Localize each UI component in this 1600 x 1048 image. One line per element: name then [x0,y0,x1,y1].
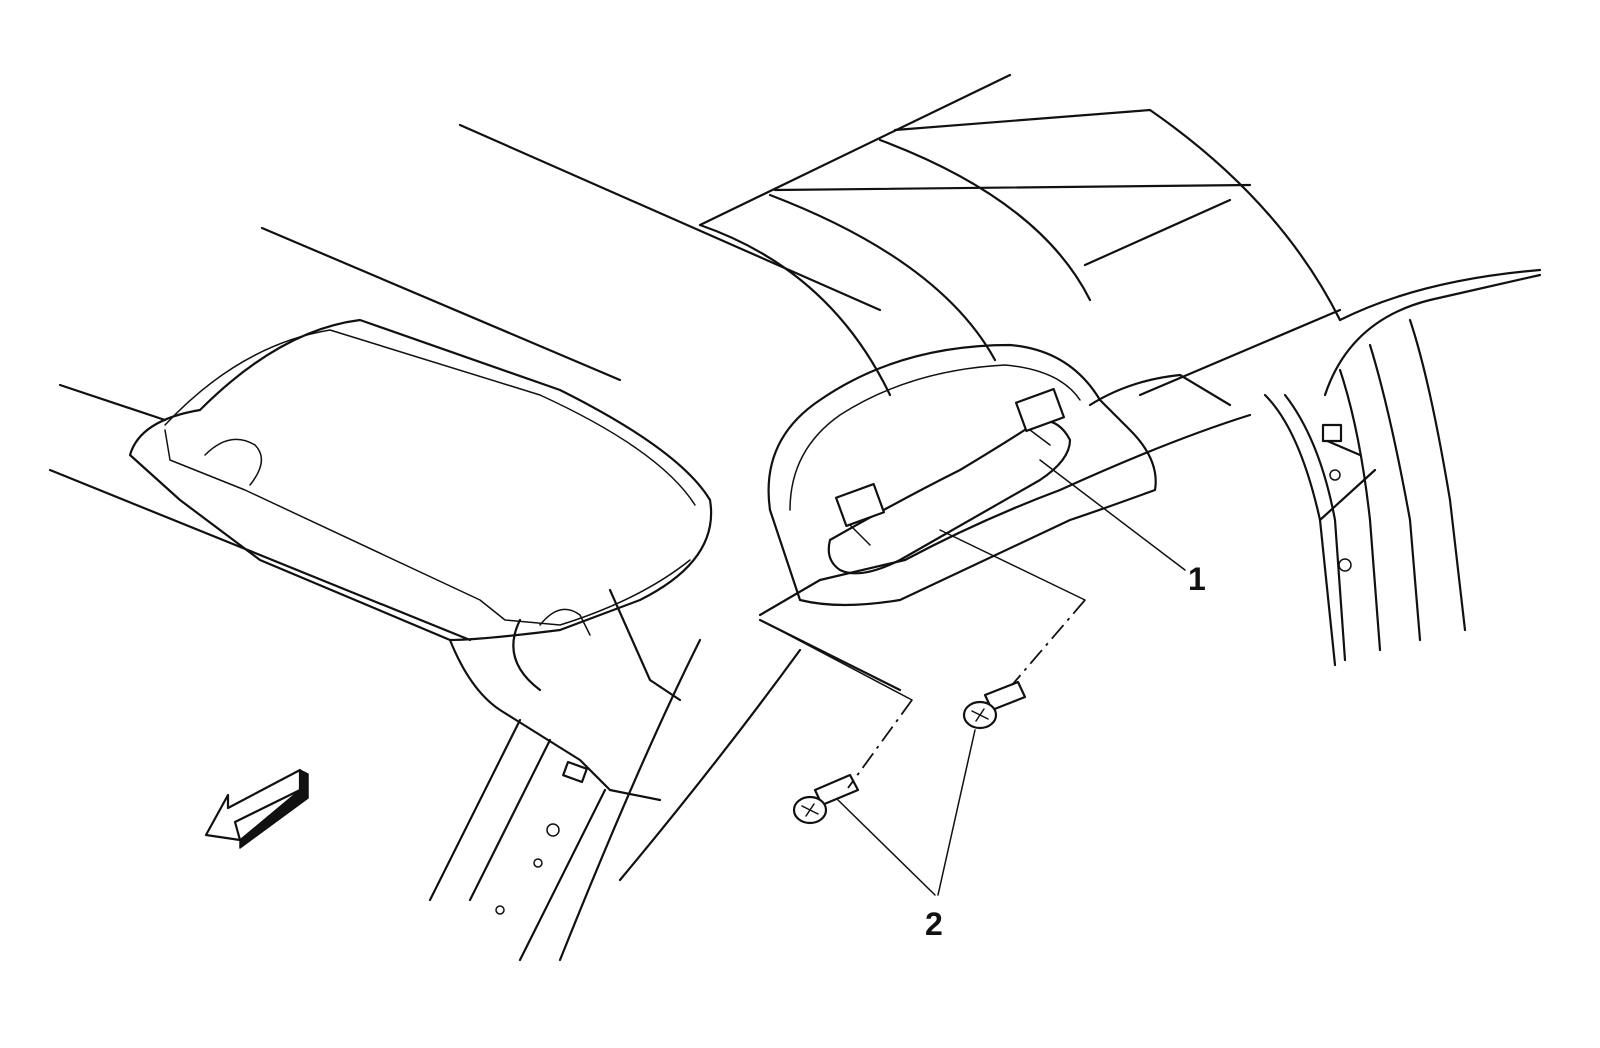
screw-left [792,773,860,825]
screw-right [962,680,1027,730]
installation-guide-lines [769,529,1086,789]
callout-1-label: 1 [1188,561,1206,597]
callout-2-label: 2 [925,906,943,942]
b-pillar [1263,318,1467,667]
forward-arrow-icon [204,768,309,849]
assist-handle [767,343,1157,607]
a-pillar-trim [428,373,1252,962]
leader-lines [837,459,1186,896]
sun-visor-recess [128,318,713,802]
roof-headliner [48,73,1542,642]
